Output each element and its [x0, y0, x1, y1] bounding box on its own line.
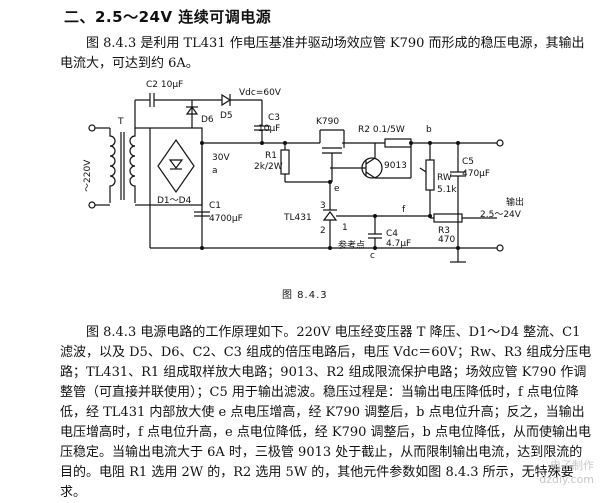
label-r1: R1	[265, 151, 277, 161]
label-node-f: f	[402, 205, 406, 215]
figure-caption: 图 8.4.3	[282, 290, 328, 301]
label-pin-1: 1	[342, 223, 348, 233]
label-k790: K790	[316, 117, 339, 127]
label-c3-value: 10μF	[258, 124, 280, 134]
label-rw: RW	[437, 173, 452, 183]
label-c5: C5	[462, 157, 474, 167]
label-node-a: a	[212, 166, 218, 176]
analysis-paragraph: 图 8.4.3 电源电路的工作原理如下。220V 电压经变压器 T 降压、D1～…	[60, 325, 592, 500]
label-tl431: TL431	[283, 213, 312, 223]
label-output-range: 2.5～24V	[480, 210, 522, 220]
label-c1-value: 4700μF	[209, 214, 243, 224]
label-d5: D5	[220, 111, 233, 121]
label-node-c: c	[370, 251, 375, 261]
label-node-b: b	[426, 125, 432, 135]
circuit-diagram: C2 10μF D6 D5 Vdc=60V C3 10μF K790 R2 0.…	[83, 80, 524, 263]
intro-paragraph: 图 8.4.3 是利用 TL431 作电压基准并驱动场效应管 K790 而形成的…	[60, 36, 585, 71]
label-c2: C2 10μF	[146, 80, 183, 90]
label-r1-value: 2k/2W	[254, 162, 283, 172]
label-transformer: T	[117, 117, 124, 127]
label-9013: 9013	[384, 161, 407, 171]
label-r3-value: 470	[438, 235, 455, 245]
label-c4: C4	[386, 229, 398, 239]
label-output: 输出	[506, 196, 524, 208]
watermark-line-2: dzdiy.com	[539, 473, 594, 486]
watermark-line-1: 电子制作	[550, 459, 594, 472]
label-vdc: Vdc=60V	[239, 88, 282, 98]
label-reference-point: 参考点	[338, 239, 365, 251]
label-pin-2: 2	[320, 226, 326, 236]
label-220v-input: ～220V	[83, 159, 93, 192]
section-heading: 二、2.5～24V 连续可调电源	[64, 8, 272, 26]
label-r2: R2 0.1/5W	[358, 125, 405, 135]
label-pin-3: 3	[320, 201, 326, 211]
label-node-e: e	[334, 184, 340, 194]
label-c5-value: 470μF	[462, 169, 490, 179]
label-rw-value: 5.1k	[437, 185, 457, 195]
label-d1-d4: D1～D4	[157, 196, 192, 206]
label-c4-value: 4.7μF	[386, 239, 411, 249]
label-c1: C1	[209, 201, 221, 211]
label-r3: R3	[438, 226, 450, 236]
watermark: 电子制作 dzdiy.com	[539, 459, 594, 487]
label-c3: C3	[268, 113, 280, 123]
label-30v: 30V	[212, 153, 230, 163]
label-d6: D6	[201, 115, 214, 125]
